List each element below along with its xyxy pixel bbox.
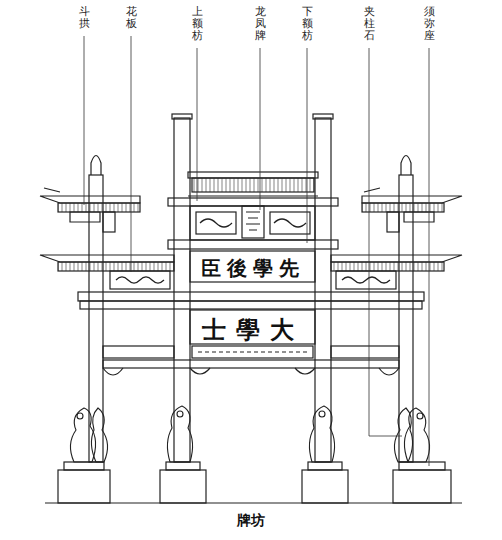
inscription-panel: 臣後學先 [192, 253, 313, 284]
part-label: 下额枋 [302, 6, 313, 42]
caption: 牌坊 [237, 512, 265, 530]
part-label: 斗拱 [79, 6, 90, 30]
part-label: 须弥座 [424, 6, 435, 42]
part-label: 花板 [126, 6, 137, 30]
inscription-panel: 士學大 [192, 312, 313, 348]
part-label: 龙凤牌 [255, 6, 266, 42]
inscription-text: 士學大 [202, 314, 304, 346]
part-label: 上额枋 [192, 6, 203, 42]
inscription-text: 臣後學先 [201, 255, 305, 282]
part-label: 夹柱石 [364, 6, 375, 42]
